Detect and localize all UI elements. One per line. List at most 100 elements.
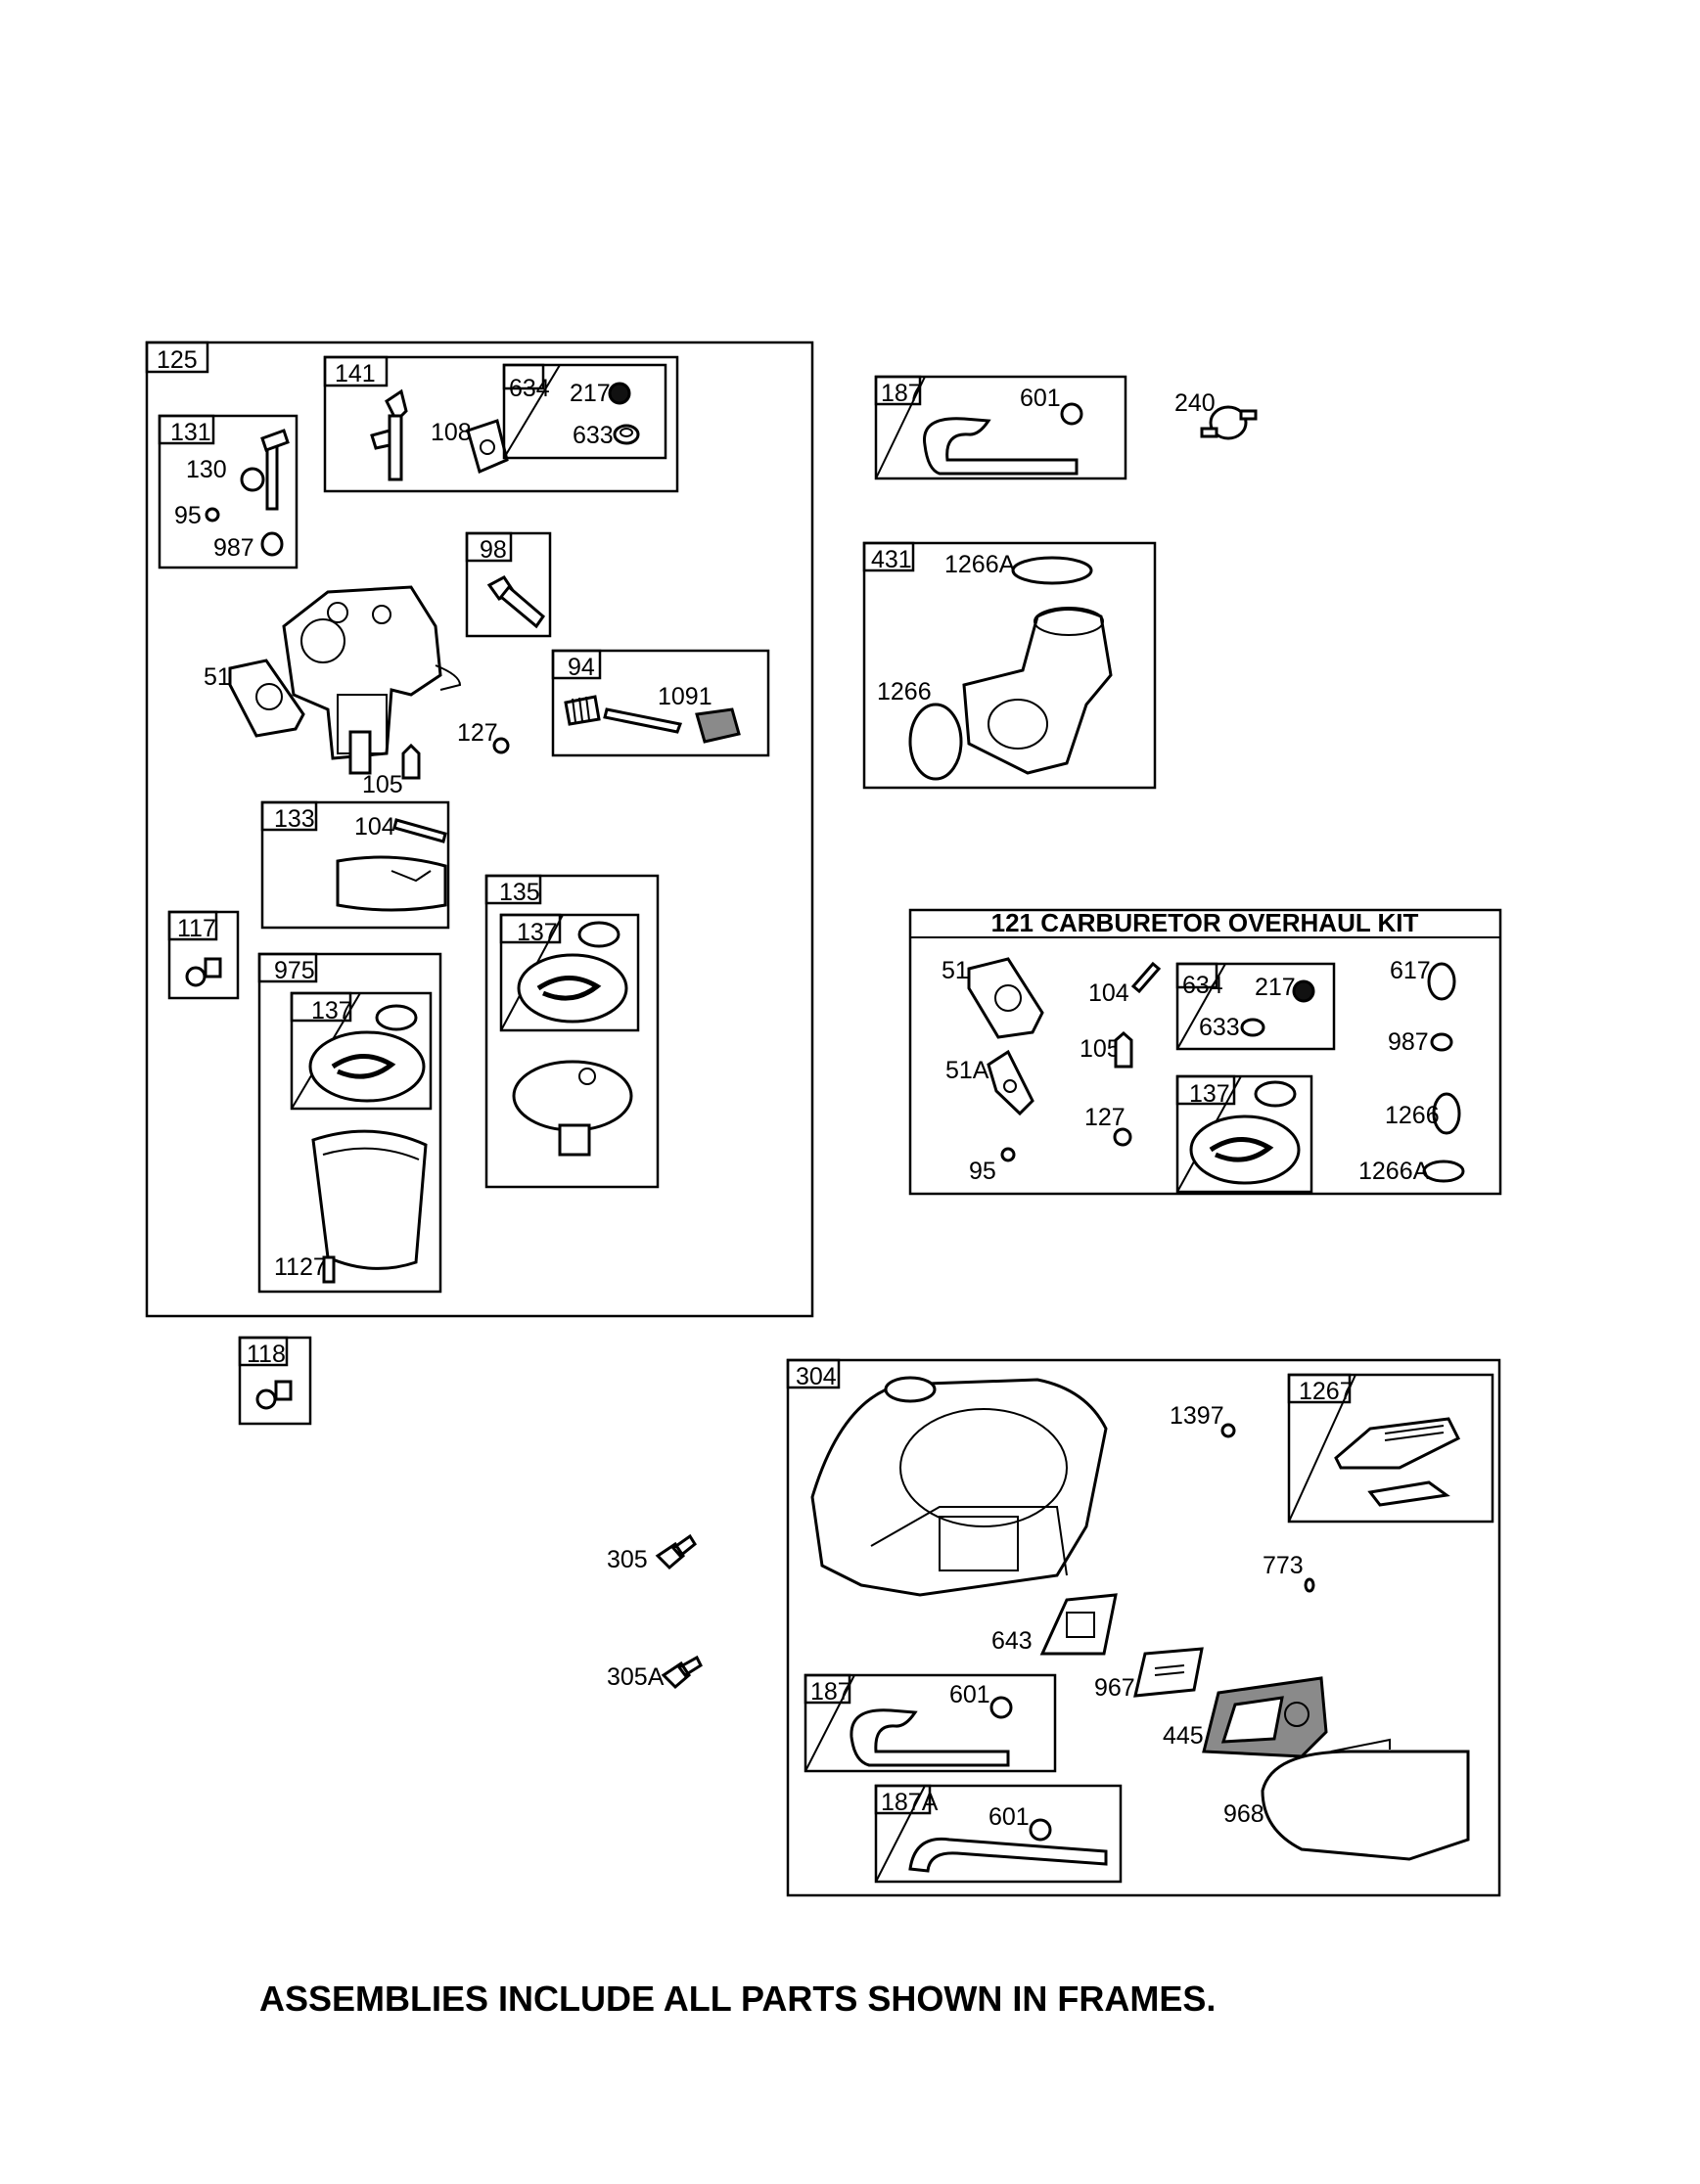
frame-118: 118 — [238, 1336, 312, 1426]
label-601-mid: 601 — [949, 1681, 990, 1708]
frame-304: 304 1397 1267 773 643 967 445 — [786, 1358, 1501, 1897]
bolt-305A — [661, 1655, 703, 1690]
air-filter-cover-968 — [1261, 1750, 1470, 1861]
air-filter-base-643 — [1039, 1593, 1118, 1656]
clamp-601-bottom — [1029, 1818, 1052, 1842]
label-968: 968 — [1223, 1800, 1264, 1828]
hose-187-bottom — [850, 1708, 1010, 1767]
frame-tag-141: 141 — [335, 360, 376, 387]
label-633-kit: 633 — [1199, 1014, 1240, 1041]
grill-1267-part — [1367, 1480, 1450, 1507]
oring-617 — [1427, 962, 1456, 1001]
label-95-kit: 95 — [969, 1158, 996, 1185]
label-1266A-top: 1266A — [944, 551, 1016, 578]
frame-tag-117: 117 — [177, 915, 216, 942]
frame-tag-125: 125 — [157, 346, 198, 374]
frame-98: 98 — [465, 531, 552, 638]
diaphragm-137-135 — [517, 953, 628, 1024]
bolt-117 — [204, 957, 222, 978]
seal-987-top — [260, 531, 284, 557]
label-95-top: 95 — [174, 502, 202, 529]
carburetor-body-part — [282, 585, 462, 775]
part-127-kit — [1113, 1127, 1132, 1147]
solenoid-1091-part — [695, 707, 741, 744]
diaphragm-137-kit — [1189, 1115, 1301, 1185]
frame-tag-98: 98 — [480, 536, 507, 564]
frame-tag-431: 431 — [871, 546, 912, 573]
screw-95-kit — [1000, 1147, 1016, 1162]
label-617: 617 — [1390, 957, 1431, 984]
frame-tag-634-kit: 634 — [1182, 972, 1223, 999]
label-1266-top: 1266 — [877, 678, 932, 705]
kit-121-frame: 121 CARBURETOR OVERHAUL KIT 51 104 634 2… — [908, 908, 1502, 1196]
diaphragm-137-975 — [308, 1030, 426, 1103]
label-51A: 51A — [945, 1057, 989, 1084]
part-127-top — [492, 737, 510, 754]
label-1091: 1091 — [658, 683, 712, 710]
label-51-kit: 51 — [942, 957, 969, 984]
frame-tag-187A: 187A — [881, 1789, 939, 1816]
label-127-kit: 127 — [1084, 1104, 1126, 1131]
throttle-shaft-part — [370, 388, 408, 481]
frame-125: 125 — [145, 341, 814, 1318]
label-633-top: 633 — [573, 422, 614, 449]
label-305: 305 — [607, 1546, 648, 1573]
label-104-kit: 104 — [1088, 979, 1129, 1007]
gasket-51-top — [228, 659, 305, 738]
fuel-filter-240 — [1200, 405, 1258, 440]
choke-plate-130 — [240, 467, 265, 492]
frame-tag-1267: 1267 — [1299, 1378, 1354, 1405]
label-643: 643 — [991, 1627, 1033, 1655]
frame-117: 117 — [167, 910, 240, 1000]
nut-118 — [255, 1388, 277, 1410]
label-105-kit: 105 — [1080, 1035, 1121, 1063]
hose-187-top — [923, 417, 1079, 476]
part-773 — [1304, 1577, 1315, 1593]
needle-105-top — [401, 743, 421, 780]
label-773: 773 — [1263, 1552, 1304, 1579]
frame-tag-94: 94 — [568, 654, 595, 681]
rubber-cap-217-top — [608, 382, 631, 405]
clamp-601-mid — [989, 1696, 1013, 1719]
oring-1266-kit — [1432, 1092, 1461, 1135]
oring-1266A-top — [1011, 556, 1093, 585]
frame-975: 975 137 1127 — [257, 952, 442, 1294]
choke-shaft-part — [260, 429, 290, 511]
frame-tag-137-kit: 137 — [1189, 1080, 1230, 1108]
frame-tag-133: 133 — [274, 805, 315, 833]
blower-housing-304 — [810, 1376, 1108, 1597]
guard-1267-part — [1334, 1417, 1461, 1470]
label-445: 445 — [1163, 1722, 1204, 1750]
hose-187A — [908, 1837, 1108, 1873]
frame-tag-634-top: 634 — [509, 375, 550, 402]
pin-104-top — [392, 818, 447, 843]
fuel-bowl-975-part — [311, 1129, 428, 1270]
frame-tag-187-bottom: 187 — [810, 1678, 851, 1706]
frame-131: 131 130 95 987 — [158, 414, 299, 569]
frame-tag-187-top: 187 — [881, 380, 922, 407]
label-217-top: 217 — [570, 380, 611, 407]
screw-95-top — [205, 507, 220, 523]
oring-1266A-kit — [1422, 1160, 1465, 1183]
bolt-118 — [274, 1380, 293, 1401]
frame-tag-137-975: 137 — [311, 997, 352, 1024]
label-240: 240 — [1174, 389, 1216, 417]
screw-94-part — [603, 707, 683, 734]
clamp-601-top — [1060, 402, 1083, 426]
label-305A: 305A — [607, 1663, 665, 1691]
gasket-51A — [987, 1049, 1034, 1116]
float-133-part — [336, 855, 447, 912]
frame-tag-131: 131 — [170, 419, 211, 446]
label-987-top: 987 — [213, 534, 254, 562]
label-601-top: 601 — [1020, 385, 1061, 412]
frame-431: 431 1266A 1266 — [862, 541, 1157, 790]
intake-elbow-431 — [962, 607, 1113, 775]
gasket-51-kit — [967, 957, 1044, 1039]
label-601-bottom: 601 — [988, 1803, 1030, 1831]
frame-tag-135: 135 — [499, 879, 540, 906]
label-127-top: 127 — [457, 719, 498, 747]
frame-tag-137-135: 137 — [517, 919, 558, 946]
seal-633-kit — [1240, 1018, 1265, 1037]
label-1266A-kit: 1266A — [1358, 1158, 1430, 1185]
